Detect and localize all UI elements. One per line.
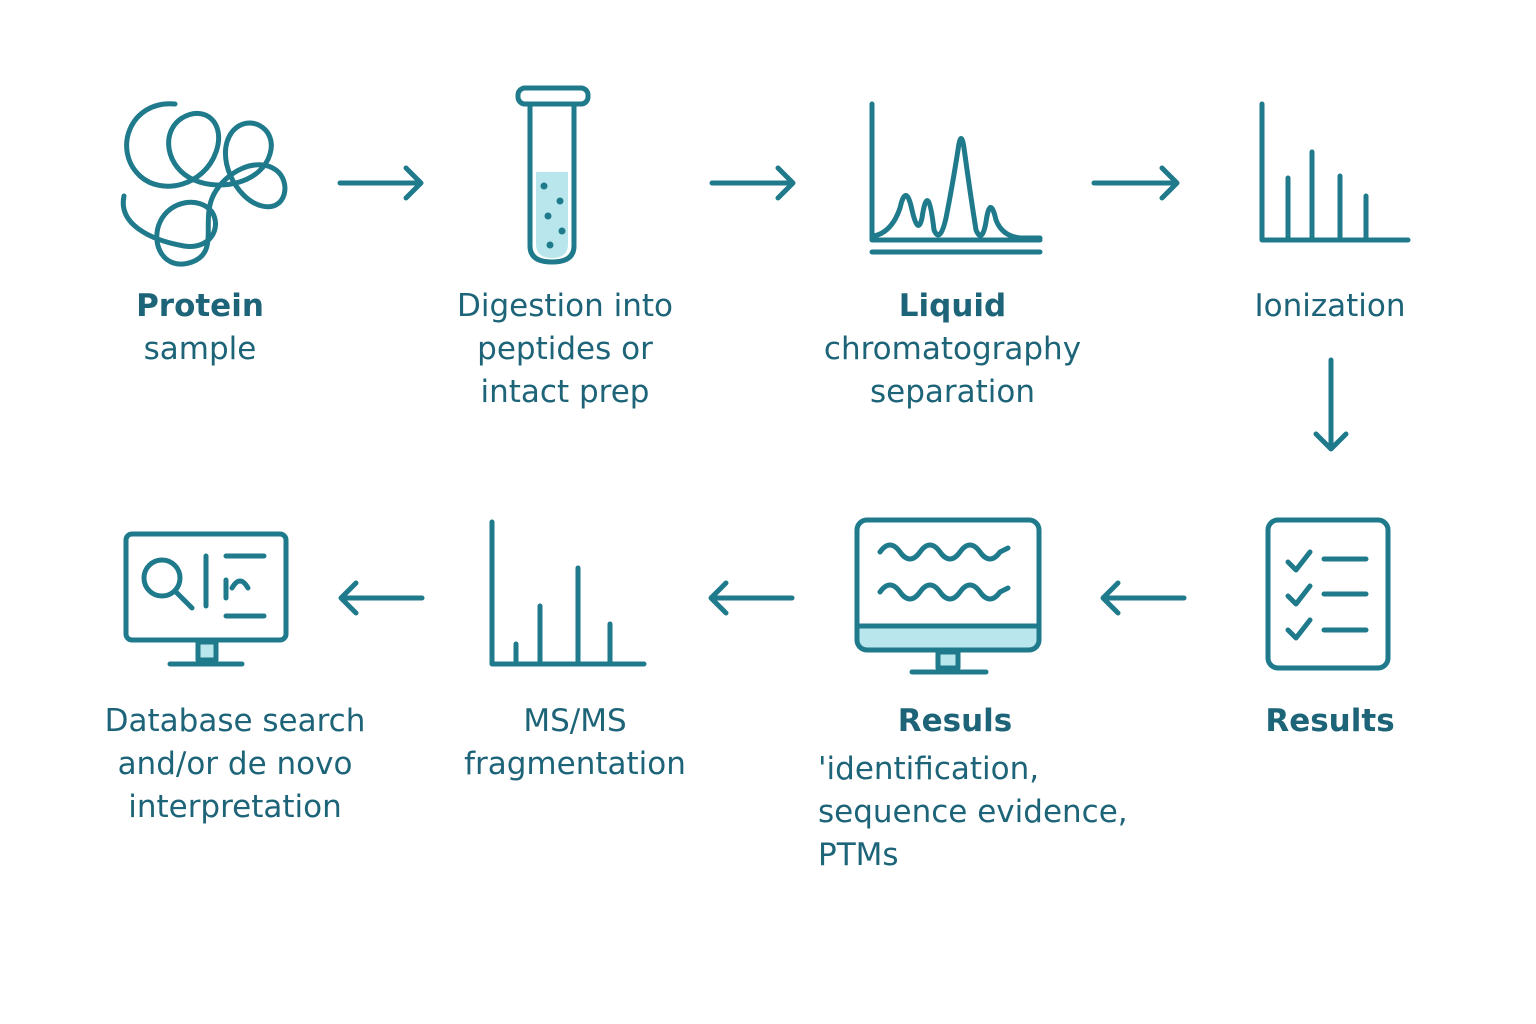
- arrow-right-2: [709, 165, 796, 201]
- label-line: chromatography: [823, 331, 1082, 367]
- label-line: Database search: [104, 703, 366, 739]
- arrow-left-3: [338, 580, 425, 616]
- label-results: Results: [1230, 700, 1430, 743]
- arrow-left-1: [1100, 580, 1187, 616]
- label-liquid-chromatography: Liquid chromatography separation: [800, 285, 1105, 414]
- test-tube-icon: [515, 85, 591, 265]
- label-line: intact prep: [480, 374, 650, 410]
- mass-spectrum-icon: [1259, 101, 1411, 243]
- monitor-wave-icon: [854, 517, 1042, 675]
- chromatogram-icon: [869, 101, 1043, 255]
- label-line: peptides or: [477, 331, 653, 367]
- arrow-right-1: [337, 165, 424, 201]
- label-protein-sample: Protein sample: [100, 285, 300, 371]
- label-line: Liquid: [898, 288, 1007, 324]
- label-line: interpretation: [128, 789, 342, 825]
- arrow-down: [1313, 357, 1349, 452]
- protein-coil-icon: [120, 101, 288, 267]
- label-line: Ionization: [1254, 288, 1406, 324]
- label-identification-details: 'identification, sequence evidence, PTMs: [818, 748, 1148, 877]
- fragment-spectrum-icon: [489, 519, 647, 667]
- label-line: sample: [143, 331, 257, 367]
- label-ionization: Ionization: [1230, 285, 1430, 328]
- label-line: separation: [869, 374, 1036, 410]
- label-digestion: Digestion into peptides or intact prep: [440, 285, 690, 414]
- label-line: sequence evidence,: [818, 794, 1128, 830]
- label-line: and/or de novo: [117, 746, 353, 782]
- label-msms-fragmentation: MS/MS fragmentation: [445, 700, 705, 786]
- label-line: 'identification,: [818, 751, 1040, 787]
- label-line: Protein: [136, 288, 264, 324]
- checklist-icon: [1265, 517, 1391, 671]
- label-line: PTMs: [818, 837, 899, 873]
- label-line: Resuls: [897, 703, 1013, 739]
- label-line: fragmentation: [464, 746, 686, 782]
- label-line: MS/MS: [523, 703, 627, 739]
- label-database-search: Database search and/or de novo interpret…: [80, 700, 390, 829]
- database-search-monitor-icon: [123, 531, 289, 667]
- arrow-left-2: [708, 580, 795, 616]
- label-line: Digestion into: [456, 288, 673, 324]
- label-resuls-monitor: Resuls: [855, 700, 1055, 743]
- arrow-right-3: [1091, 165, 1180, 201]
- label-line: Results: [1265, 703, 1395, 739]
